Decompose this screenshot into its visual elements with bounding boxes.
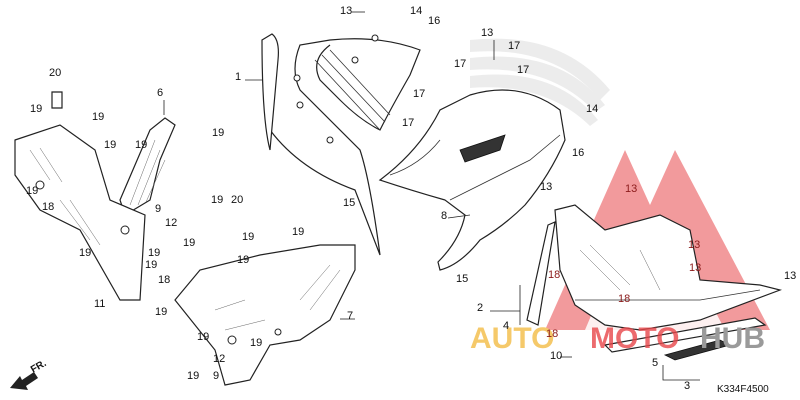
callout-label-l17e: 17 — [402, 117, 414, 129]
callout-label-l19k: 19 — [242, 231, 254, 243]
callout-label-l19f: 19 — [26, 185, 38, 197]
callout-label-l16a: 16 — [428, 15, 440, 27]
callout-label-l13g: 13 — [784, 270, 796, 282]
callout-label-l6: 6 — [157, 87, 163, 99]
callout-label-l12b: 12 — [213, 353, 225, 365]
brand-wing-watermark — [470, 38, 610, 126]
callout-label-l20a: 20 — [49, 67, 61, 79]
callout-label-l15a: 15 — [343, 197, 355, 209]
callout-label-l10: 10 — [550, 350, 562, 362]
callout-label-l19g: 19 — [79, 247, 91, 259]
callout-label-l9: 9 — [155, 203, 161, 215]
direction-label: FR. — [29, 358, 49, 376]
callout-label-l14a: 14 — [410, 5, 422, 17]
callout-label-l18b: 18 — [158, 274, 170, 286]
callout-label-l14b: 14 — [586, 103, 598, 115]
watermark-text-3: HUB — [700, 322, 765, 355]
callout-label-l19p: 19 — [197, 331, 209, 343]
callout-label-l2: 2 — [477, 302, 483, 314]
callout-label-l9b: 9 — [213, 370, 219, 382]
callout-label-l19i: 19 — [145, 259, 157, 271]
callout-label-l13f: 13 — [689, 262, 701, 274]
callout-label-l7: 7 — [347, 310, 353, 322]
callout-label-l3: 3 — [684, 380, 690, 392]
callout-label-l15b: 15 — [456, 273, 468, 285]
callout-label-l19n: 19 — [155, 306, 167, 318]
part-3-emblem — [663, 339, 732, 361]
callout-label-l17d: 17 — [413, 88, 425, 100]
callout-label-l13c: 13 — [540, 181, 552, 193]
callout-label-l18d: 18 — [618, 293, 630, 305]
callout-label-l19j: 19 — [211, 194, 223, 206]
part-20-clip-left — [51, 91, 63, 109]
part-4-strip — [526, 221, 556, 326]
callout-label-l12a: 12 — [165, 217, 177, 229]
part-8-side-cowl — [378, 89, 566, 271]
callout-label-l17a: 17 — [508, 40, 520, 52]
callout-label-l19q: 19 — [250, 337, 262, 349]
watermark-brand-text: AUTO MOTO HUB — [470, 322, 765, 355]
callout-label-l18a: 18 — [42, 201, 54, 213]
callout-label-l11: 11 — [94, 298, 105, 310]
front-direction-indicator: FR. — [10, 358, 49, 390]
callout-label-l19d: 19 — [104, 139, 116, 151]
callout-label-l19c: 19 — [212, 127, 224, 139]
callout-label-l13d: 13 — [625, 183, 637, 195]
callout-label-l1: 1 — [235, 71, 241, 83]
callout-label-l19l: 19 — [183, 237, 195, 249]
callout-label-l13e: 13 — [688, 239, 700, 251]
callout-label-l4: 4 — [503, 320, 509, 332]
callout-label-l13a: 13 — [340, 5, 352, 17]
callout-label-l17b: 17 — [454, 58, 466, 70]
callout-label-l18c: 18 — [548, 269, 560, 281]
direction-arrow-icon — [10, 372, 38, 390]
watermark-text-2: MOTO — [590, 322, 679, 355]
callout-label-l19h: 19 — [148, 247, 160, 259]
callout-label-l19b: 19 — [92, 111, 104, 123]
callout-label-l19o: 19 — [292, 226, 304, 238]
part-left-lower-cowl — [14, 91, 146, 301]
callout-label-l19a: 19 — [30, 103, 42, 115]
callout-label-l8: 8 — [441, 210, 447, 222]
callout-label-l19e: 19 — [135, 139, 147, 151]
part-6-inner-panel — [119, 117, 176, 216]
callout-label-l13b: 13 — [481, 27, 493, 39]
part-1-upper-cowl — [261, 33, 421, 256]
leader-lines — [163, 11, 700, 381]
callout-label-l19m: 19 — [237, 254, 249, 266]
part-2-lower-cowl — [554, 204, 783, 331]
callout-label-l20b: 20 — [231, 194, 243, 206]
callout-label-l17c: 17 — [517, 64, 529, 76]
callout-label-l5: 5 — [652, 357, 658, 369]
part-7-inner-cover — [174, 244, 356, 386]
callout-label-l19r: 19 — [187, 370, 199, 382]
diagram-code: K334F4500 — [717, 384, 769, 395]
watermark-text-1: AUTO — [470, 322, 554, 355]
callout-label-l16b: 16 — [572, 147, 584, 159]
callout-label-l18e: 18 — [546, 328, 558, 340]
part-5-strip — [603, 317, 767, 353]
